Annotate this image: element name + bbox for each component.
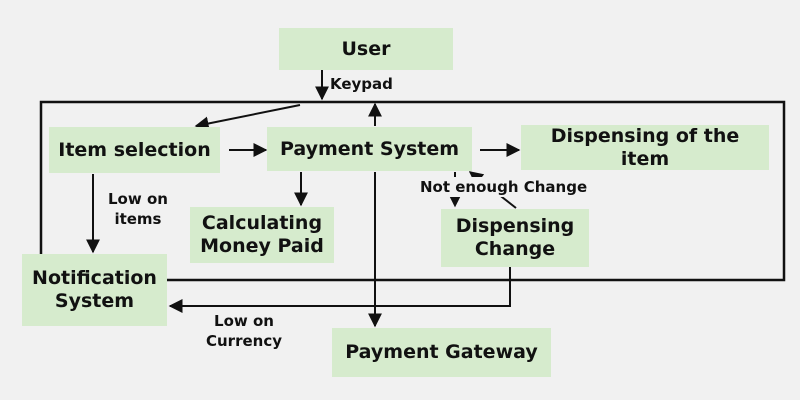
- node-calculating-money-paid: Calculating Money Paid: [190, 207, 334, 263]
- label-keypad: Keypad: [330, 75, 393, 93]
- node-dispensing-change: Dispensing Change: [441, 209, 589, 267]
- label-low-on-items: Low on items: [108, 190, 168, 229]
- edge-change-to-notification: [168, 267, 511, 313]
- node-dispensing-item: Dispensing of the item: [521, 125, 769, 170]
- edge-to-item-selection: [194, 104, 301, 131]
- node-item-selection: Item selection: [49, 127, 220, 173]
- label-not-enough-change: Not enough Change: [420, 177, 588, 198]
- node-notification-system: Notification System: [22, 254, 167, 326]
- node-payment-system: Payment System: [267, 127, 472, 171]
- node-payment-gateway: Payment Gateway: [332, 328, 551, 377]
- label-low-on-currency: Low on Currency: [206, 312, 283, 351]
- node-user: User: [279, 28, 453, 70]
- system-boundary: [39, 100, 786, 282]
